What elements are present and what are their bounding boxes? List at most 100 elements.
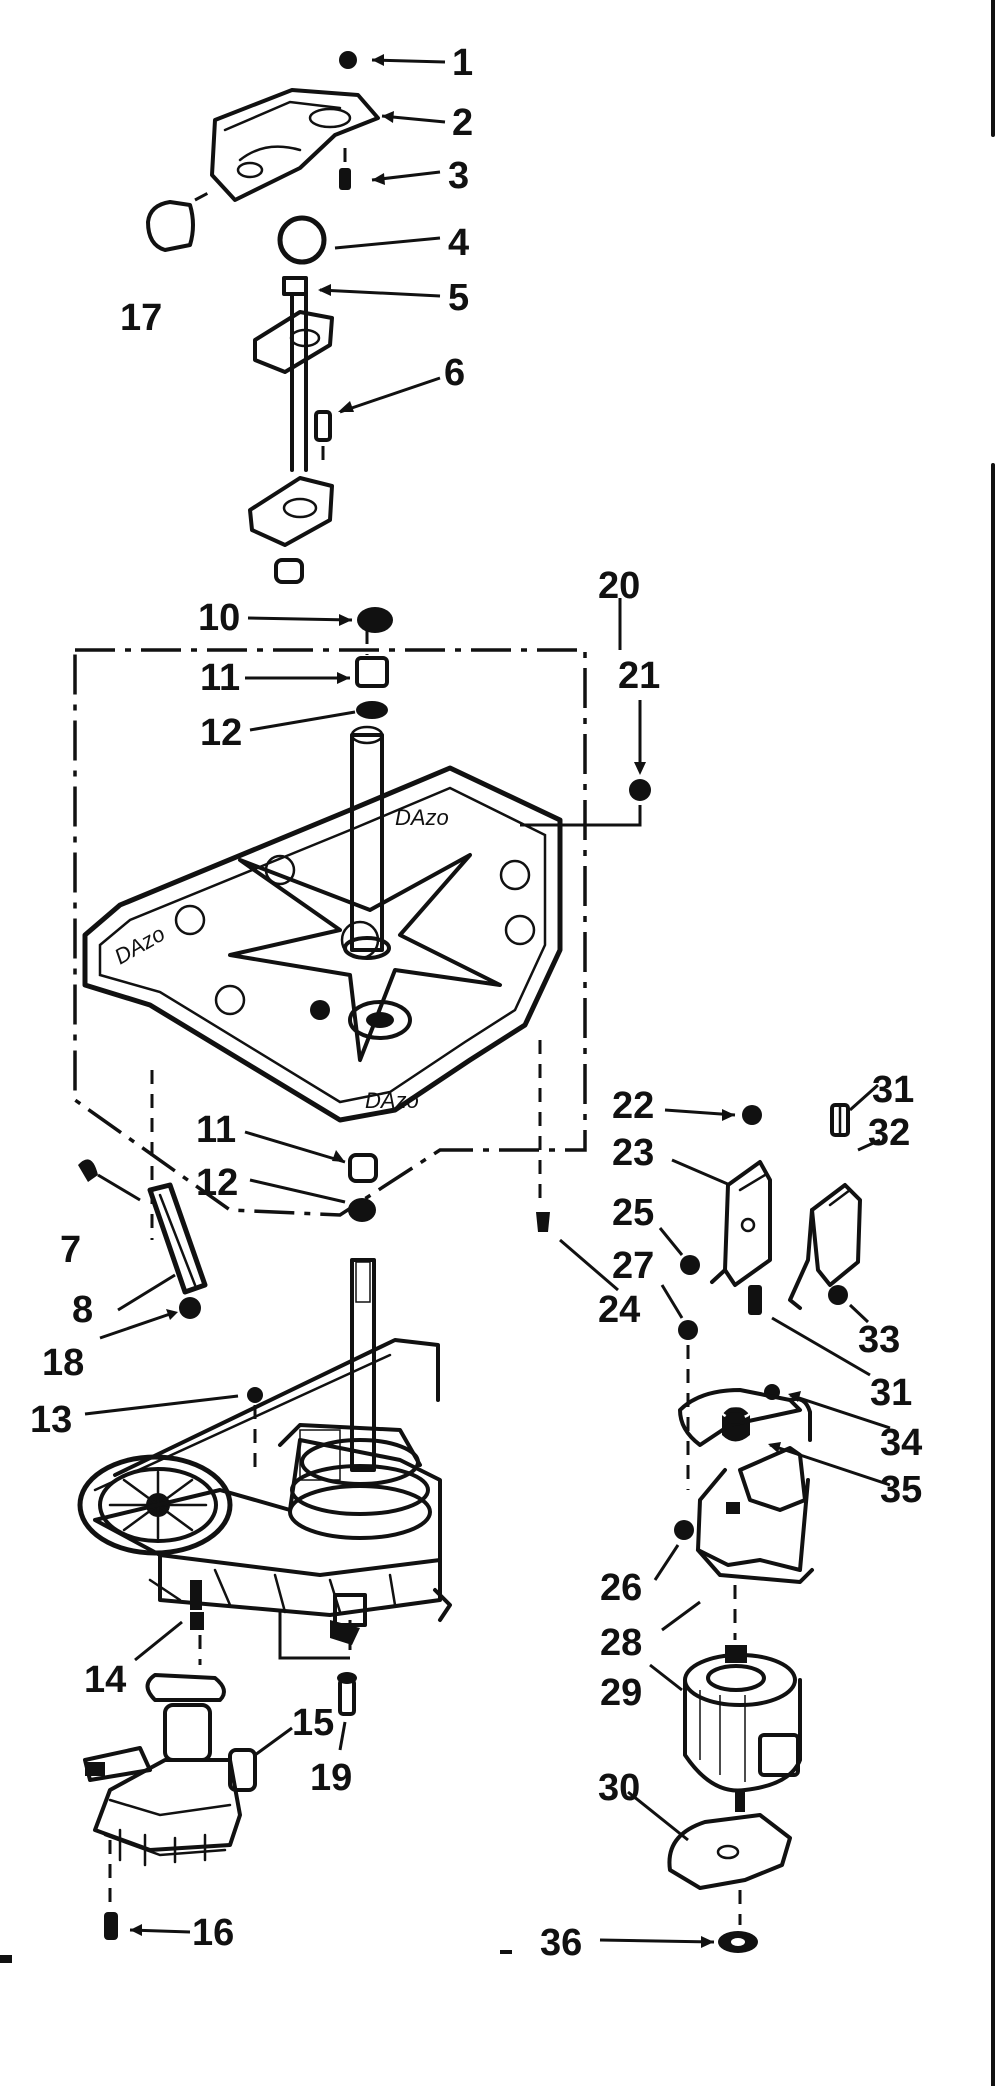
arrow-3 — [372, 173, 385, 185]
label-part-16: 16 — [192, 1912, 234, 1954]
label-part-23: 23 — [612, 1132, 654, 1174]
label-part-19: 19 — [310, 1757, 352, 1799]
part-31-screw-lower — [748, 1285, 762, 1315]
part-6-screw — [314, 410, 332, 460]
part-2-bracket — [210, 88, 380, 202]
casting-mark-3: DAzo — [365, 1088, 419, 1113]
part-12-washer-bottom — [348, 1198, 376, 1222]
part-20-transmission-plate — [82, 725, 563, 1123]
leader-15-up — [278, 1612, 350, 1660]
leader-32 — [857, 1138, 881, 1152]
label-part-27: 27 — [612, 1245, 654, 1287]
leader-27 — [660, 1284, 684, 1319]
part-29-motor — [683, 1645, 802, 1812]
leader-25 — [658, 1227, 684, 1256]
leader-4 — [334, 236, 441, 250]
part-33-nut — [828, 1285, 848, 1305]
part-19-screw — [337, 1672, 357, 1716]
label-part-10: 10 — [198, 597, 240, 639]
label-part-20: 20 — [598, 565, 640, 607]
label-part-29: 29 — [600, 1672, 642, 1714]
label-part-12-bottom: 12 — [196, 1162, 238, 1204]
speck-left — [0, 1955, 12, 1963]
leader-6 — [339, 376, 441, 414]
part-16-screw — [104, 1840, 118, 1940]
part-10-cap — [357, 607, 393, 633]
label-part-33: 33 — [858, 1319, 900, 1361]
leader-1 — [371, 58, 446, 64]
part-5-pin — [282, 276, 308, 296]
label-part-7: 7 — [60, 1229, 81, 1271]
part-12-washer-top — [356, 701, 388, 719]
label-part-12-top: 12 — [200, 712, 242, 754]
part-8-link — [147, 1182, 208, 1295]
label-part-31-top: 31 — [872, 1069, 914, 1111]
leader-11b — [244, 1130, 346, 1164]
part-24-clip — [536, 1212, 550, 1232]
leader-12b — [249, 1178, 346, 1204]
part-23-bracket — [710, 1160, 772, 1287]
part-36-washer — [718, 1890, 758, 1953]
label-part-28: 28 — [600, 1622, 642, 1664]
part-21-nut — [629, 779, 651, 801]
leader-14 — [134, 1620, 183, 1662]
part-4-ring — [277, 215, 327, 265]
label-part-13: 13 — [30, 1399, 72, 1441]
speck-bottom — [500, 1950, 512, 1954]
label-part-31-bottom: 31 — [870, 1372, 912, 1414]
part-26-nut — [674, 1520, 694, 1540]
leader-19 — [338, 1721, 347, 1751]
label-part-11-bottom: 11 — [196, 1109, 236, 1151]
part-3-screw — [339, 148, 351, 190]
part-7-link — [97, 1173, 141, 1202]
leader-36 — [599, 1938, 715, 1944]
arrow-35 — [768, 1442, 781, 1453]
label-part-26: 26 — [600, 1567, 642, 1609]
leader-28 — [661, 1600, 701, 1632]
leader-23 — [671, 1158, 731, 1187]
part-27-nut — [678, 1320, 698, 1340]
part-13-ball — [247, 1387, 263, 1403]
label-part-1: 1 — [452, 42, 473, 84]
leader-26 — [653, 1544, 680, 1581]
arrow-21 — [634, 762, 646, 775]
arrow-22 — [722, 1109, 735, 1121]
part-15-pump — [83, 1673, 257, 1867]
part-11-bushing-bottom — [348, 1153, 378, 1183]
label-part-18: 18 — [42, 1342, 84, 1384]
leader-10 — [247, 616, 353, 622]
leader-34 — [789, 1393, 891, 1430]
part-31-screw-upper — [830, 1103, 850, 1137]
part-shaft-bracket-assembly — [248, 293, 334, 584]
casting-mark-1: DAzo — [395, 805, 449, 830]
part-17-pad — [146, 190, 211, 252]
leader-31b — [771, 1316, 871, 1377]
part-32-bracket — [788, 1183, 862, 1310]
group-20-outline — [73, 648, 587, 1217]
part-11-bushing-top — [355, 656, 389, 688]
leader-29 — [649, 1663, 683, 1692]
leader-31a — [849, 1083, 879, 1112]
arrow-16 — [130, 1924, 142, 1936]
part-7-clip — [78, 1159, 98, 1182]
leader-18 — [99, 1312, 171, 1340]
label-part-15: 15 — [292, 1702, 334, 1744]
part-30-plate — [667, 1813, 792, 1890]
label-part-14: 14 — [84, 1659, 126, 1701]
arrow-2 — [382, 111, 394, 123]
arrow-6 — [338, 401, 354, 412]
label-part-3: 3 — [448, 155, 469, 197]
label-part-35: 35 — [880, 1469, 922, 1511]
leader-8 — [117, 1273, 176, 1312]
label-part-21: 21 — [618, 655, 660, 697]
part-22-nut — [742, 1105, 762, 1125]
arrow-36 — [701, 1936, 714, 1948]
label-part-24: 24 — [598, 1289, 640, 1331]
label-part-17: 17 — [120, 297, 162, 339]
leader-5 — [319, 288, 441, 298]
part-18-nut — [179, 1297, 201, 1319]
part-labels: 1 2 3 4 5 6 17 10 11 12 20 21 11 12 7 8 … — [30, 42, 922, 1964]
label-part-22: 22 — [612, 1085, 654, 1127]
